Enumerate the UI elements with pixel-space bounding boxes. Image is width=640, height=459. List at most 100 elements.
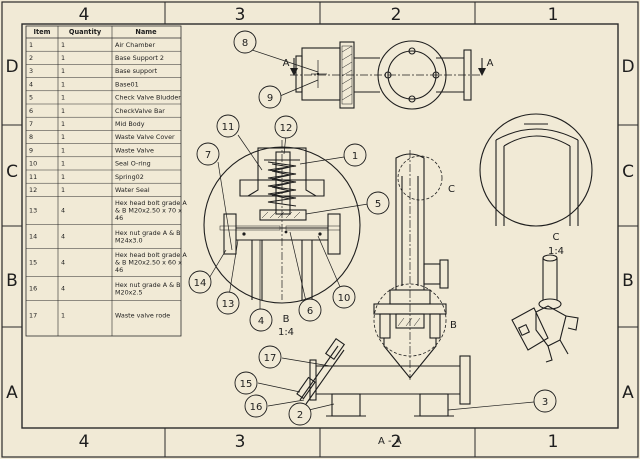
bom-item-number: 4: [29, 80, 33, 88]
zone-top-1: 1: [548, 5, 559, 25]
bom-name: Hex head bolt grade A: [115, 199, 187, 207]
section-a-a-view: A - A C B: [296, 150, 471, 447]
balloon-2-label: 2: [297, 410, 303, 421]
bom-quantity: 1: [61, 186, 65, 194]
zone-bottom-1: 1: [548, 432, 559, 452]
bom-name: 46: [115, 266, 123, 274]
bom-quantity: 1: [61, 160, 65, 168]
bom-quantity: 1: [61, 133, 65, 141]
bom-item-number: 1: [29, 41, 33, 49]
zone-bottom-3: 3: [235, 432, 246, 452]
detail-c-marker: C: [448, 184, 455, 195]
detail-b-marker: B: [450, 320, 457, 331]
zone-left-D: D: [5, 57, 18, 77]
bom-item-number: 2: [29, 54, 33, 62]
bom-item-number: 11: [29, 173, 37, 181]
bom-item-number: 10: [29, 160, 37, 168]
bom-quantity: 1: [61, 94, 65, 102]
balloon-11-label: 11: [222, 122, 235, 133]
bom-header-quantity: Quantity: [69, 28, 102, 36]
detail-b-name: B: [283, 314, 290, 325]
bom-name: Hex head bolt grade A: [115, 251, 187, 259]
balloon-5: [366, 191, 390, 215]
bom-header-name: Name: [135, 28, 157, 36]
detail-c-scale: 1:4: [548, 246, 564, 257]
bom-name: CheckValve Bar: [115, 107, 165, 115]
balloon-9: [258, 85, 282, 109]
bom-quantity: 1: [61, 54, 65, 62]
balloon-4: [249, 308, 273, 332]
bom-item-number: 6: [29, 107, 33, 115]
bom-name: Water Seal: [115, 186, 150, 194]
balloon-3: [533, 389, 557, 413]
balloon-6: [298, 298, 322, 322]
bom-row: 2 1 Base Support 2: [29, 54, 164, 62]
bom-header-item: Item: [34, 28, 51, 36]
zone-top-2: 2: [391, 5, 402, 25]
bom-name: Hex nut grade A & B: [115, 281, 181, 289]
balloon-10-label: 10: [338, 293, 351, 304]
bom-row: 15 4 Hex head bolt grade A& B M20x2.50 x 6…: [29, 251, 187, 274]
bom-name: Check Valve Bludder: [115, 94, 181, 102]
balloon-11: [216, 114, 240, 138]
balloon-1: [343, 143, 367, 167]
zone-top-3: 3: [235, 5, 246, 25]
balloon-16-label: 16: [250, 402, 263, 413]
zone-top-4: 4: [79, 5, 90, 25]
balloon-8-label: 8: [242, 38, 248, 49]
bom-name: Base Support 2: [115, 54, 164, 62]
zone-right-D: D: [621, 57, 634, 77]
bom-name: M20x2.5: [115, 288, 143, 296]
bom-name: Seal O-ring: [115, 160, 151, 168]
bom-quantity: 1: [61, 67, 65, 75]
bom-quantity: 4: [61, 259, 65, 267]
bom-quantity: 1: [61, 146, 65, 154]
leader-lines: [207, 49, 535, 415]
detail-c-view: C 1:4: [479, 113, 593, 257]
balloon-9-label: 9: [267, 93, 273, 104]
balloon-10: [332, 285, 356, 309]
balloon-13: [216, 291, 240, 315]
balloon-6-label: 6: [307, 306, 313, 317]
section-a-a-name: A - A: [378, 436, 402, 447]
bom-item-number: 17: [29, 312, 37, 320]
bom-item-number: 3: [29, 67, 33, 75]
zone-left-B: B: [6, 271, 18, 291]
bom-name: Base01: [115, 80, 139, 88]
bom-item-number: 9: [29, 146, 33, 154]
bom-name: Base support: [115, 67, 158, 75]
section-arrow-left-label: A: [283, 58, 290, 69]
balloon-7-label: 7: [205, 150, 211, 161]
bom-row: 5 1 Check Valve Bludder: [29, 94, 181, 102]
balloon-12: [274, 115, 298, 139]
bom-name: & B M20x2.50 x 60 x: [115, 259, 182, 267]
bom-name: & B M20x2.50 x 70 x: [115, 207, 182, 215]
bom-item-number: 15: [29, 259, 37, 267]
isometric-view: [511, 254, 579, 363]
bom-name: Spring02: [115, 173, 144, 181]
balloon-1-label: 1: [352, 151, 358, 162]
bom-quantity: 1: [61, 41, 65, 49]
bom-quantity: 4: [61, 233, 65, 241]
balloon-4-label: 4: [258, 316, 264, 327]
balloon-2: [288, 402, 312, 426]
bom-name: Mid Body: [115, 120, 145, 128]
bom-name: Waste Valve: [115, 146, 154, 154]
zone-right-C: C: [622, 162, 634, 182]
bom-quantity: 1: [61, 173, 65, 181]
balloon-8: [233, 30, 257, 54]
bom-quantity: 4: [61, 285, 65, 293]
bom-item-number: 5: [29, 94, 33, 102]
balloon-3-label: 3: [542, 397, 548, 408]
